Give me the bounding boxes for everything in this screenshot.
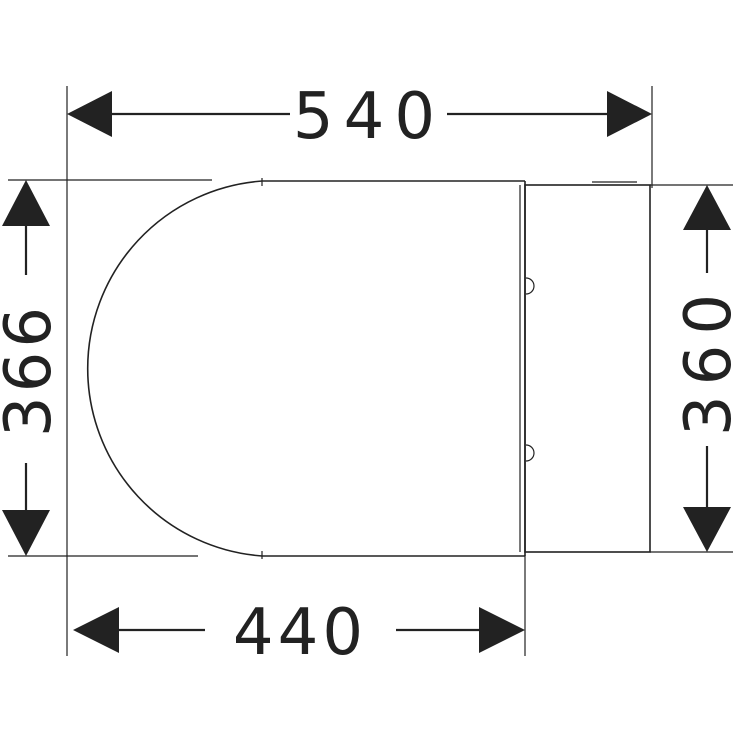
dim-360-arrow-top-icon <box>683 185 731 230</box>
dim-540-arrow-left-icon <box>67 91 112 137</box>
dim-366-arrow-bottom-icon <box>2 510 50 556</box>
dim-360-arrow-bottom-icon <box>683 507 731 552</box>
dim-440-arrow-left-icon <box>73 607 119 653</box>
dim-540-label: 540 <box>293 80 445 154</box>
dimension-rear-width: 360 <box>672 185 735 552</box>
hinge-pin-lower-icon <box>525 444 535 462</box>
dimension-seat-length: 440 <box>73 596 525 670</box>
dim-440-arrow-right-icon <box>479 607 525 653</box>
hinge-pin-upper-icon <box>525 277 535 295</box>
hinge-block <box>524 181 651 553</box>
extension-lines <box>8 86 733 656</box>
dimension-overall-length: 540 <box>67 80 652 154</box>
dim-360-label: 360 <box>672 284 735 436</box>
seat-lid-shape <box>86 180 525 557</box>
dimension-seat-width: 366 <box>0 180 66 556</box>
seat-outline <box>86 178 526 559</box>
hinge-rectangle <box>524 184 651 553</box>
dim-366-arrow-top-icon <box>2 180 50 226</box>
dim-540-arrow-right-icon <box>607 91 652 137</box>
dim-440-label: 440 <box>233 596 367 670</box>
dim-366-label: 366 <box>0 303 66 437</box>
